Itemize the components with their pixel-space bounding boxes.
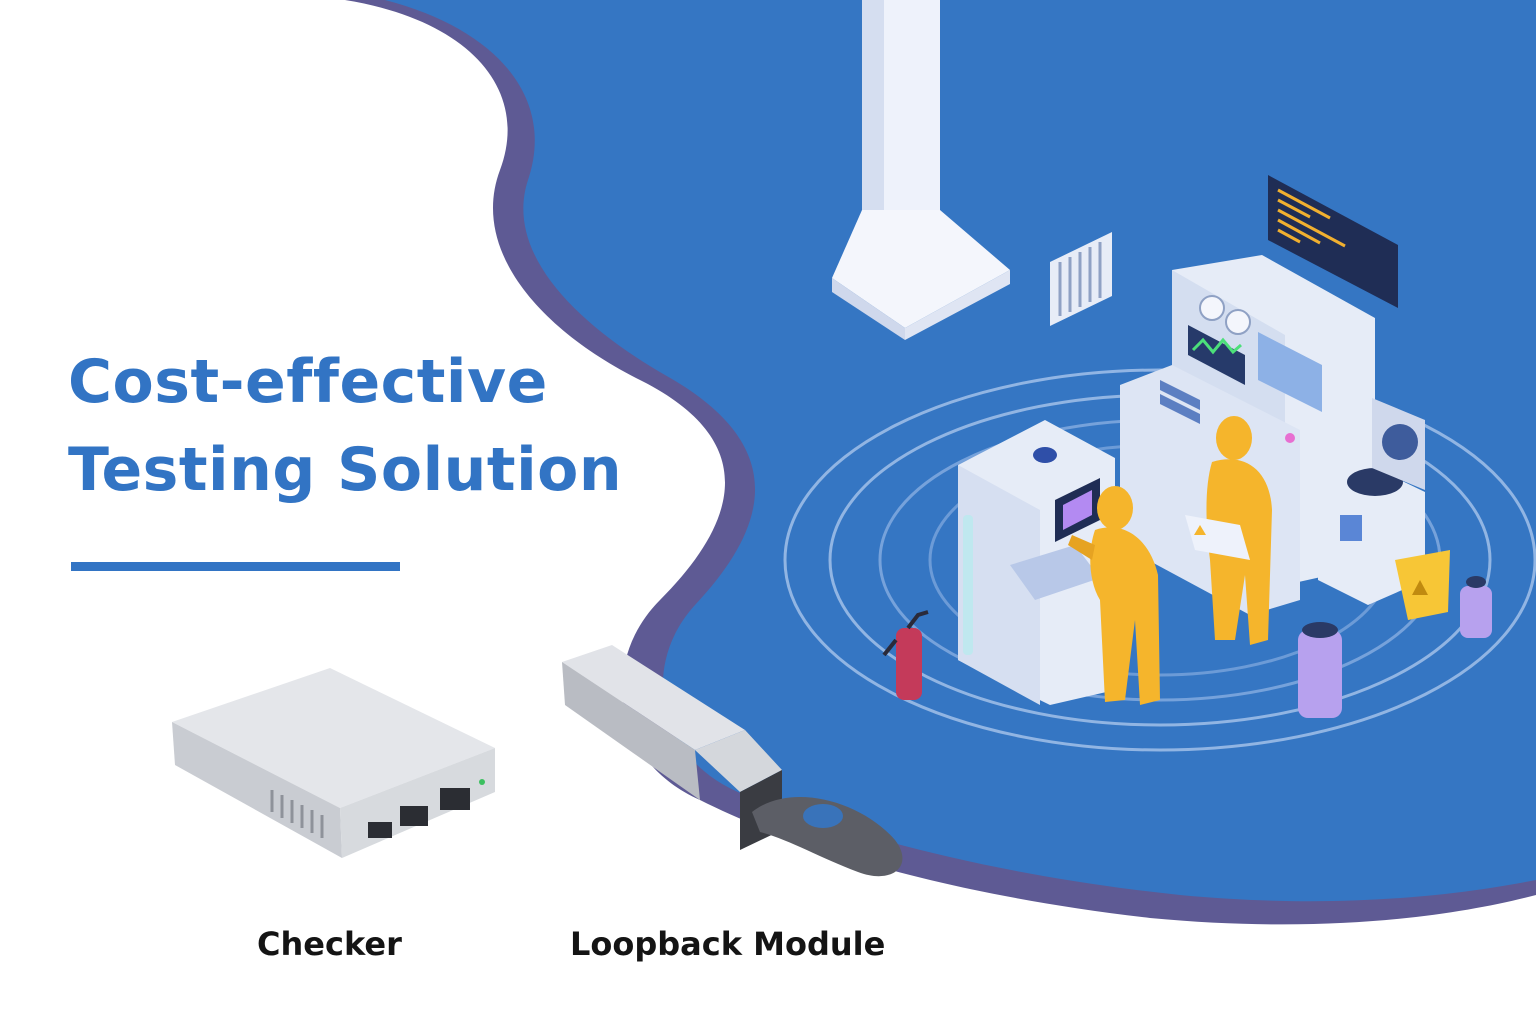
loopback-module-caption: Loopback Module — [570, 925, 886, 963]
hazard-bin — [1395, 550, 1450, 620]
fire-extinguisher — [882, 610, 929, 700]
headline: Cost-effective Testing Solution — [68, 338, 622, 514]
worker-right — [1185, 416, 1272, 645]
checker-device-image — [172, 668, 495, 858]
loopback-module-image — [562, 645, 903, 877]
gas-bottle-small — [1460, 576, 1492, 638]
wall-monitor — [1268, 175, 1398, 308]
headline-line-2: Testing Solution — [68, 435, 623, 505]
worker-left — [1068, 486, 1160, 705]
headline-line-1: Cost-effective — [68, 347, 548, 417]
wall-vent — [1050, 232, 1112, 326]
blue-background-region — [385, 0, 1536, 902]
gas-bottle-large — [1298, 622, 1342, 718]
workstation — [958, 420, 1115, 705]
checker-caption: Checker — [257, 925, 402, 963]
headline-underline — [71, 562, 400, 571]
exhaust-duct — [832, 0, 1010, 340]
